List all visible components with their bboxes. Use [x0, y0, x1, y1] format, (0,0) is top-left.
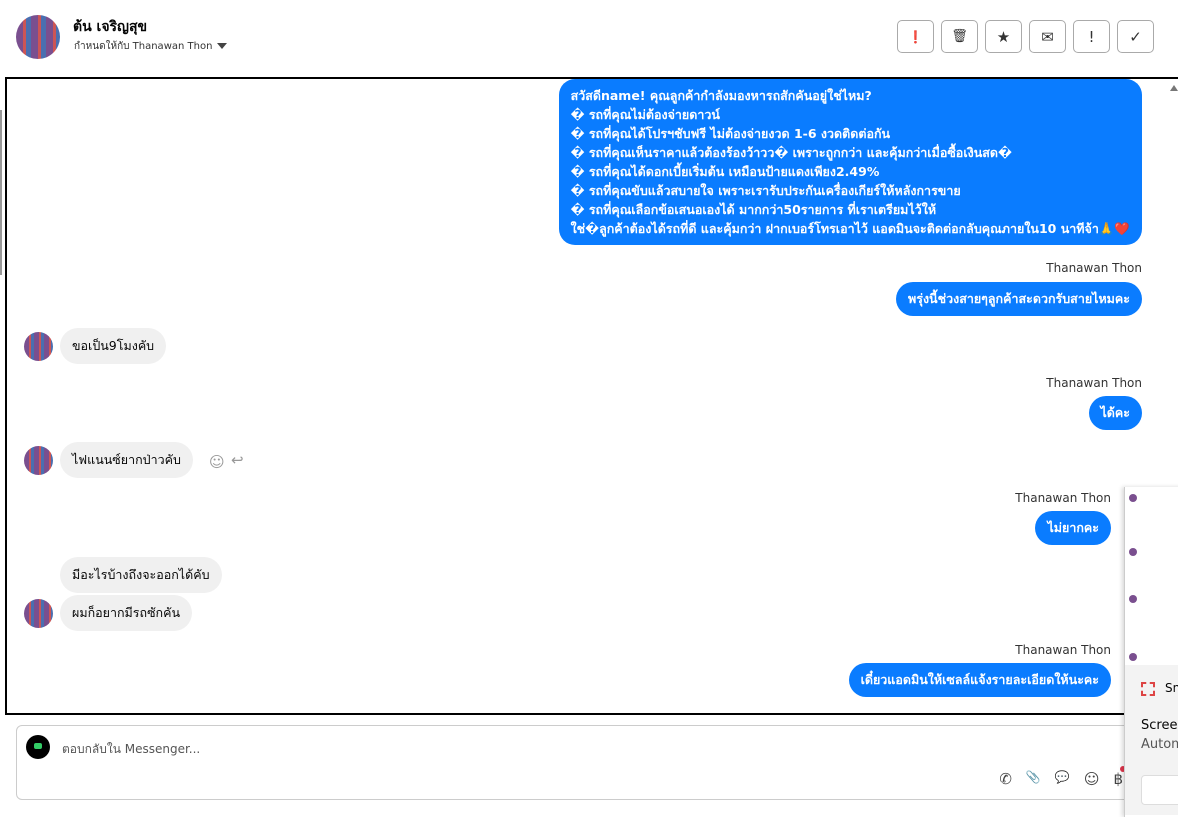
message-line: � รถที่คุณเลือกข้อเสนอเองได้ มากกว่า50รา…: [570, 202, 937, 217]
chat-bubble-icon[interactable]: 💬: [1054, 770, 1070, 784]
delete-button[interactable]: 🗑: [941, 20, 978, 53]
emoji-icon[interactable]: ☺: [1083, 770, 1100, 788]
react-emoji-icon[interactable]: ☺: [209, 453, 225, 471]
reply-composer[interactable]: ตอบกลับใน Messenger... ✆ 📎 💬 ☺ ฿: [16, 725, 1136, 800]
scroll-up-icon[interactable]: [1170, 85, 1178, 91]
mark-spam-button[interactable]: ❗: [897, 20, 934, 53]
sender-label: Thanawan Thon: [1046, 261, 1142, 275]
message-line: � รถที่คุณเห็นราคาแล้วต้องร้องว้าวว� เพร…: [570, 145, 1012, 160]
message-bubble-incoming: มีอะไรบ้างถึงจะออกได้คับ: [60, 557, 222, 593]
notification-button[interactable]: [1141, 775, 1178, 805]
message-bubble-incoming: ขอเป็น9โมงคับ: [60, 328, 167, 364]
contact-name: ต้น เจริญสุข: [73, 19, 148, 35]
alert-circle-icon: ❗: [908, 29, 923, 44]
message-bubble-outgoing: ไม่ยากคะ: [1035, 511, 1111, 545]
contact-avatar[interactable]: [16, 15, 60, 59]
phone-plus-icon[interactable]: ✆: [999, 770, 1012, 788]
contact-avatar-small: [24, 332, 53, 361]
notification-app: Sn: [1165, 681, 1178, 695]
notification-subtitle: Autom: [1141, 737, 1178, 752]
reply-icon[interactable]: ↩: [231, 451, 244, 469]
conversation-toolbar: ❗ 🗑 ★ ✉ ! ✓: [897, 20, 1154, 53]
star-button[interactable]: ★: [985, 20, 1022, 53]
contact-avatar-small: [24, 446, 53, 475]
check-icon: ✓: [1129, 27, 1142, 46]
baht-icon[interactable]: ฿: [1113, 770, 1123, 788]
message-line: � รถที่คุณได้ดอกเบี้ยเริ่มต้น เหมือนป้าย…: [570, 164, 880, 179]
message-bubble-outgoing: พรุ่งนี้ช่วงสายๆลูกค้าสะดวกรับสายไหมคะ: [895, 282, 1142, 316]
star-icon: ★: [996, 27, 1011, 46]
sender-label: Thanawan Thon: [1015, 643, 1111, 657]
mini-avatar: [1129, 653, 1137, 661]
assign-label: กำหนดให้กับ Thanawan Thon: [74, 41, 213, 52]
exclamation-icon: !: [1088, 27, 1095, 46]
trash-icon: 🗑: [951, 29, 968, 44]
snipping-tool-notification[interactable]: Sn Screen Autom: [1124, 665, 1178, 815]
sender-label: Thanawan Thon: [1015, 491, 1111, 505]
message-thread: สวัสดีname! คุณลูกค้ากำลังมองหารถสักคันอ…: [5, 77, 1178, 715]
message-line: ใช่�ลูกค้าต้องได้รถที่ดี และคุ้มกว่า ฝาก…: [570, 221, 1130, 236]
mail-icon: ✉: [1041, 27, 1054, 46]
contact-avatar-small: [24, 599, 53, 628]
mini-avatar: [1129, 494, 1137, 502]
message-line: � รถที่คุณไม่ต้องจ่ายดาวน์: [570, 107, 720, 122]
snipping-tool-icon: [1141, 682, 1155, 696]
left-scrollbar[interactable]: [0, 110, 2, 275]
reply-input[interactable]: ตอบกลับใน Messenger...: [62, 742, 201, 756]
message-bubble-outgoing: ได้คะ: [1088, 396, 1142, 430]
message-line: สวัสดีname! คุณลูกค้ากำลังมองหารถสักคันอ…: [570, 88, 872, 103]
mini-avatar: [1129, 595, 1137, 603]
paperclip-icon[interactable]: 📎: [1025, 770, 1041, 784]
sender-label: Thanawan Thon: [1046, 376, 1142, 390]
caret-down-icon: [217, 43, 228, 49]
page-avatar: [26, 735, 50, 759]
message-bubble-incoming: ไฟแนนซ์ยากป่าวคับ: [60, 442, 193, 478]
message-bubble-incoming: ผมก็อยากมีรถซักคัน: [60, 595, 193, 631]
message-bubble-outgoing: เดี๋ยวแอดมินให้เซลล์แจ้งรายละเอียดให้นะค…: [848, 663, 1111, 697]
message-bubble-outgoing: สวัสดีname! คุณลูกค้ากำลังมองหารถสักคันอ…: [558, 79, 1142, 245]
message-line: � รถที่คุณขับแล้วสบายใจ เพราะเรารับประกั…: [570, 183, 961, 198]
mark-done-button[interactable]: ✓: [1117, 20, 1154, 53]
follow-up-button[interactable]: !: [1073, 20, 1110, 53]
mini-avatar: [1129, 548, 1137, 556]
notification-title: Screen: [1141, 718, 1178, 733]
message-line: � รถที่คุณได้โปรฯชับฟรี ไม่ต้องจ่ายงวด 1…: [570, 126, 891, 141]
mark-unread-button[interactable]: ✉: [1029, 20, 1066, 53]
notification-dot: [1120, 766, 1126, 772]
assign-dropdown[interactable]: กำหนดให้กับ Thanawan Thon: [74, 39, 228, 54]
